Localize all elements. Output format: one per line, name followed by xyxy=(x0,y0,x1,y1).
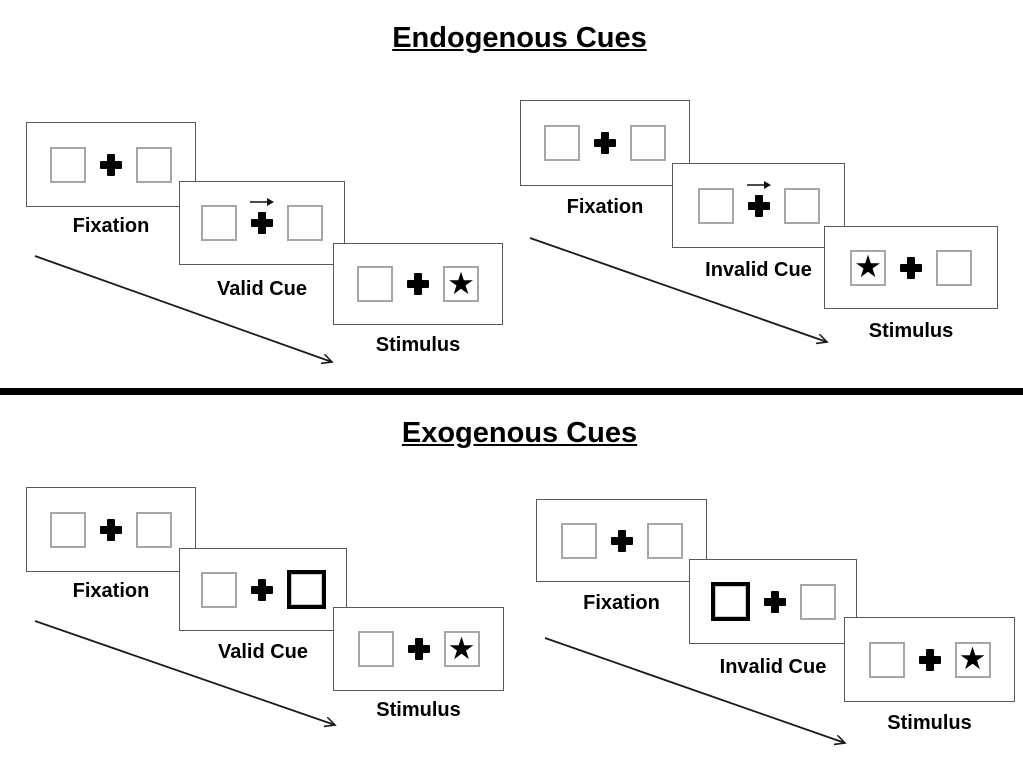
right-box: ★ xyxy=(954,641,991,678)
panel-label: Stimulus xyxy=(887,712,972,734)
stimulus-panel: ★ xyxy=(333,243,503,325)
fixation-cross-icon xyxy=(251,212,273,234)
cue-arrow-icon xyxy=(250,198,274,206)
fixation-cross-icon xyxy=(407,638,430,660)
right-box-highlighted xyxy=(286,570,326,609)
fixation-panel xyxy=(536,499,707,582)
right-box xyxy=(630,125,666,161)
right-box: ★ xyxy=(443,266,479,302)
star-icon: ★ xyxy=(958,641,987,676)
fixation-cross-icon xyxy=(407,273,429,295)
stimulus-panel: ★ xyxy=(824,226,998,309)
left-box xyxy=(201,205,237,241)
fixation-cross-icon xyxy=(747,194,770,217)
sequence-arrow-icon xyxy=(34,255,345,373)
right-box xyxy=(136,511,172,548)
panel-label: Valid Cue xyxy=(217,641,309,663)
left-box: ★ xyxy=(850,249,886,286)
left-box xyxy=(560,522,597,559)
right-box xyxy=(287,205,323,241)
panel-label: Invalid Cue xyxy=(719,656,827,678)
section-title-exogenous: Exogenous Cues xyxy=(0,417,1023,450)
section-divider xyxy=(0,388,1023,395)
left-box xyxy=(868,641,905,678)
panel-label: Stimulus xyxy=(868,320,954,342)
stimulus-panel: ★ xyxy=(333,607,504,691)
section-title-endogenous: Endogenous Cues xyxy=(0,22,1023,55)
panel-label: Fixation xyxy=(566,196,644,218)
panel-label: Stimulus xyxy=(375,334,461,356)
left-box xyxy=(357,631,394,667)
right-box xyxy=(646,522,683,559)
fixation-panel xyxy=(26,487,196,572)
right-box xyxy=(136,146,172,183)
right-box xyxy=(936,249,972,286)
right-box xyxy=(783,187,820,224)
section-title-text: Exogenous Cues xyxy=(401,417,638,449)
left-box xyxy=(50,511,86,548)
panel-label: Valid Cue xyxy=(216,278,308,300)
left-box xyxy=(357,266,393,302)
right-box xyxy=(799,583,836,620)
panel-label: Fixation xyxy=(72,215,150,237)
section-title-text: Endogenous Cues xyxy=(392,22,647,54)
fixation-panel xyxy=(520,100,690,186)
sequence-arrow-icon xyxy=(529,237,840,352)
fixation-cross-icon xyxy=(250,578,273,601)
panel-label: Fixation xyxy=(72,580,150,602)
fixation-cross-icon xyxy=(900,256,922,279)
panel-label: Invalid Cue xyxy=(705,259,812,281)
stimulus-panel: ★ xyxy=(844,617,1015,702)
invalid-cue-panel xyxy=(672,163,845,248)
fixation-cross-icon xyxy=(610,529,633,552)
sequence-arrow-icon xyxy=(34,620,348,735)
fixation-cross-icon xyxy=(100,153,122,176)
valid-cue-panel xyxy=(179,548,347,631)
fixation-cross-icon xyxy=(918,648,941,671)
sequence-arrow-icon xyxy=(544,637,858,753)
left-box xyxy=(544,125,580,161)
star-icon: ★ xyxy=(854,249,882,284)
fixation-cross-icon xyxy=(763,590,786,613)
left-box xyxy=(697,187,734,224)
valid-cue-panel xyxy=(179,181,345,265)
left-box xyxy=(200,571,237,608)
star-icon: ★ xyxy=(447,265,475,301)
fixation-panel xyxy=(26,122,196,207)
panel-label: Fixation xyxy=(583,592,660,614)
star-icon: ★ xyxy=(447,630,476,666)
fixation-cross-icon xyxy=(594,132,616,154)
invalid-cue-panel xyxy=(689,559,857,644)
panel-label: Stimulus xyxy=(376,699,461,721)
left-box xyxy=(50,146,86,183)
right-box: ★ xyxy=(443,630,480,667)
fixation-cross-icon xyxy=(100,518,122,541)
cue-arrow-icon xyxy=(746,180,771,189)
left-box-highlighted xyxy=(710,582,750,621)
